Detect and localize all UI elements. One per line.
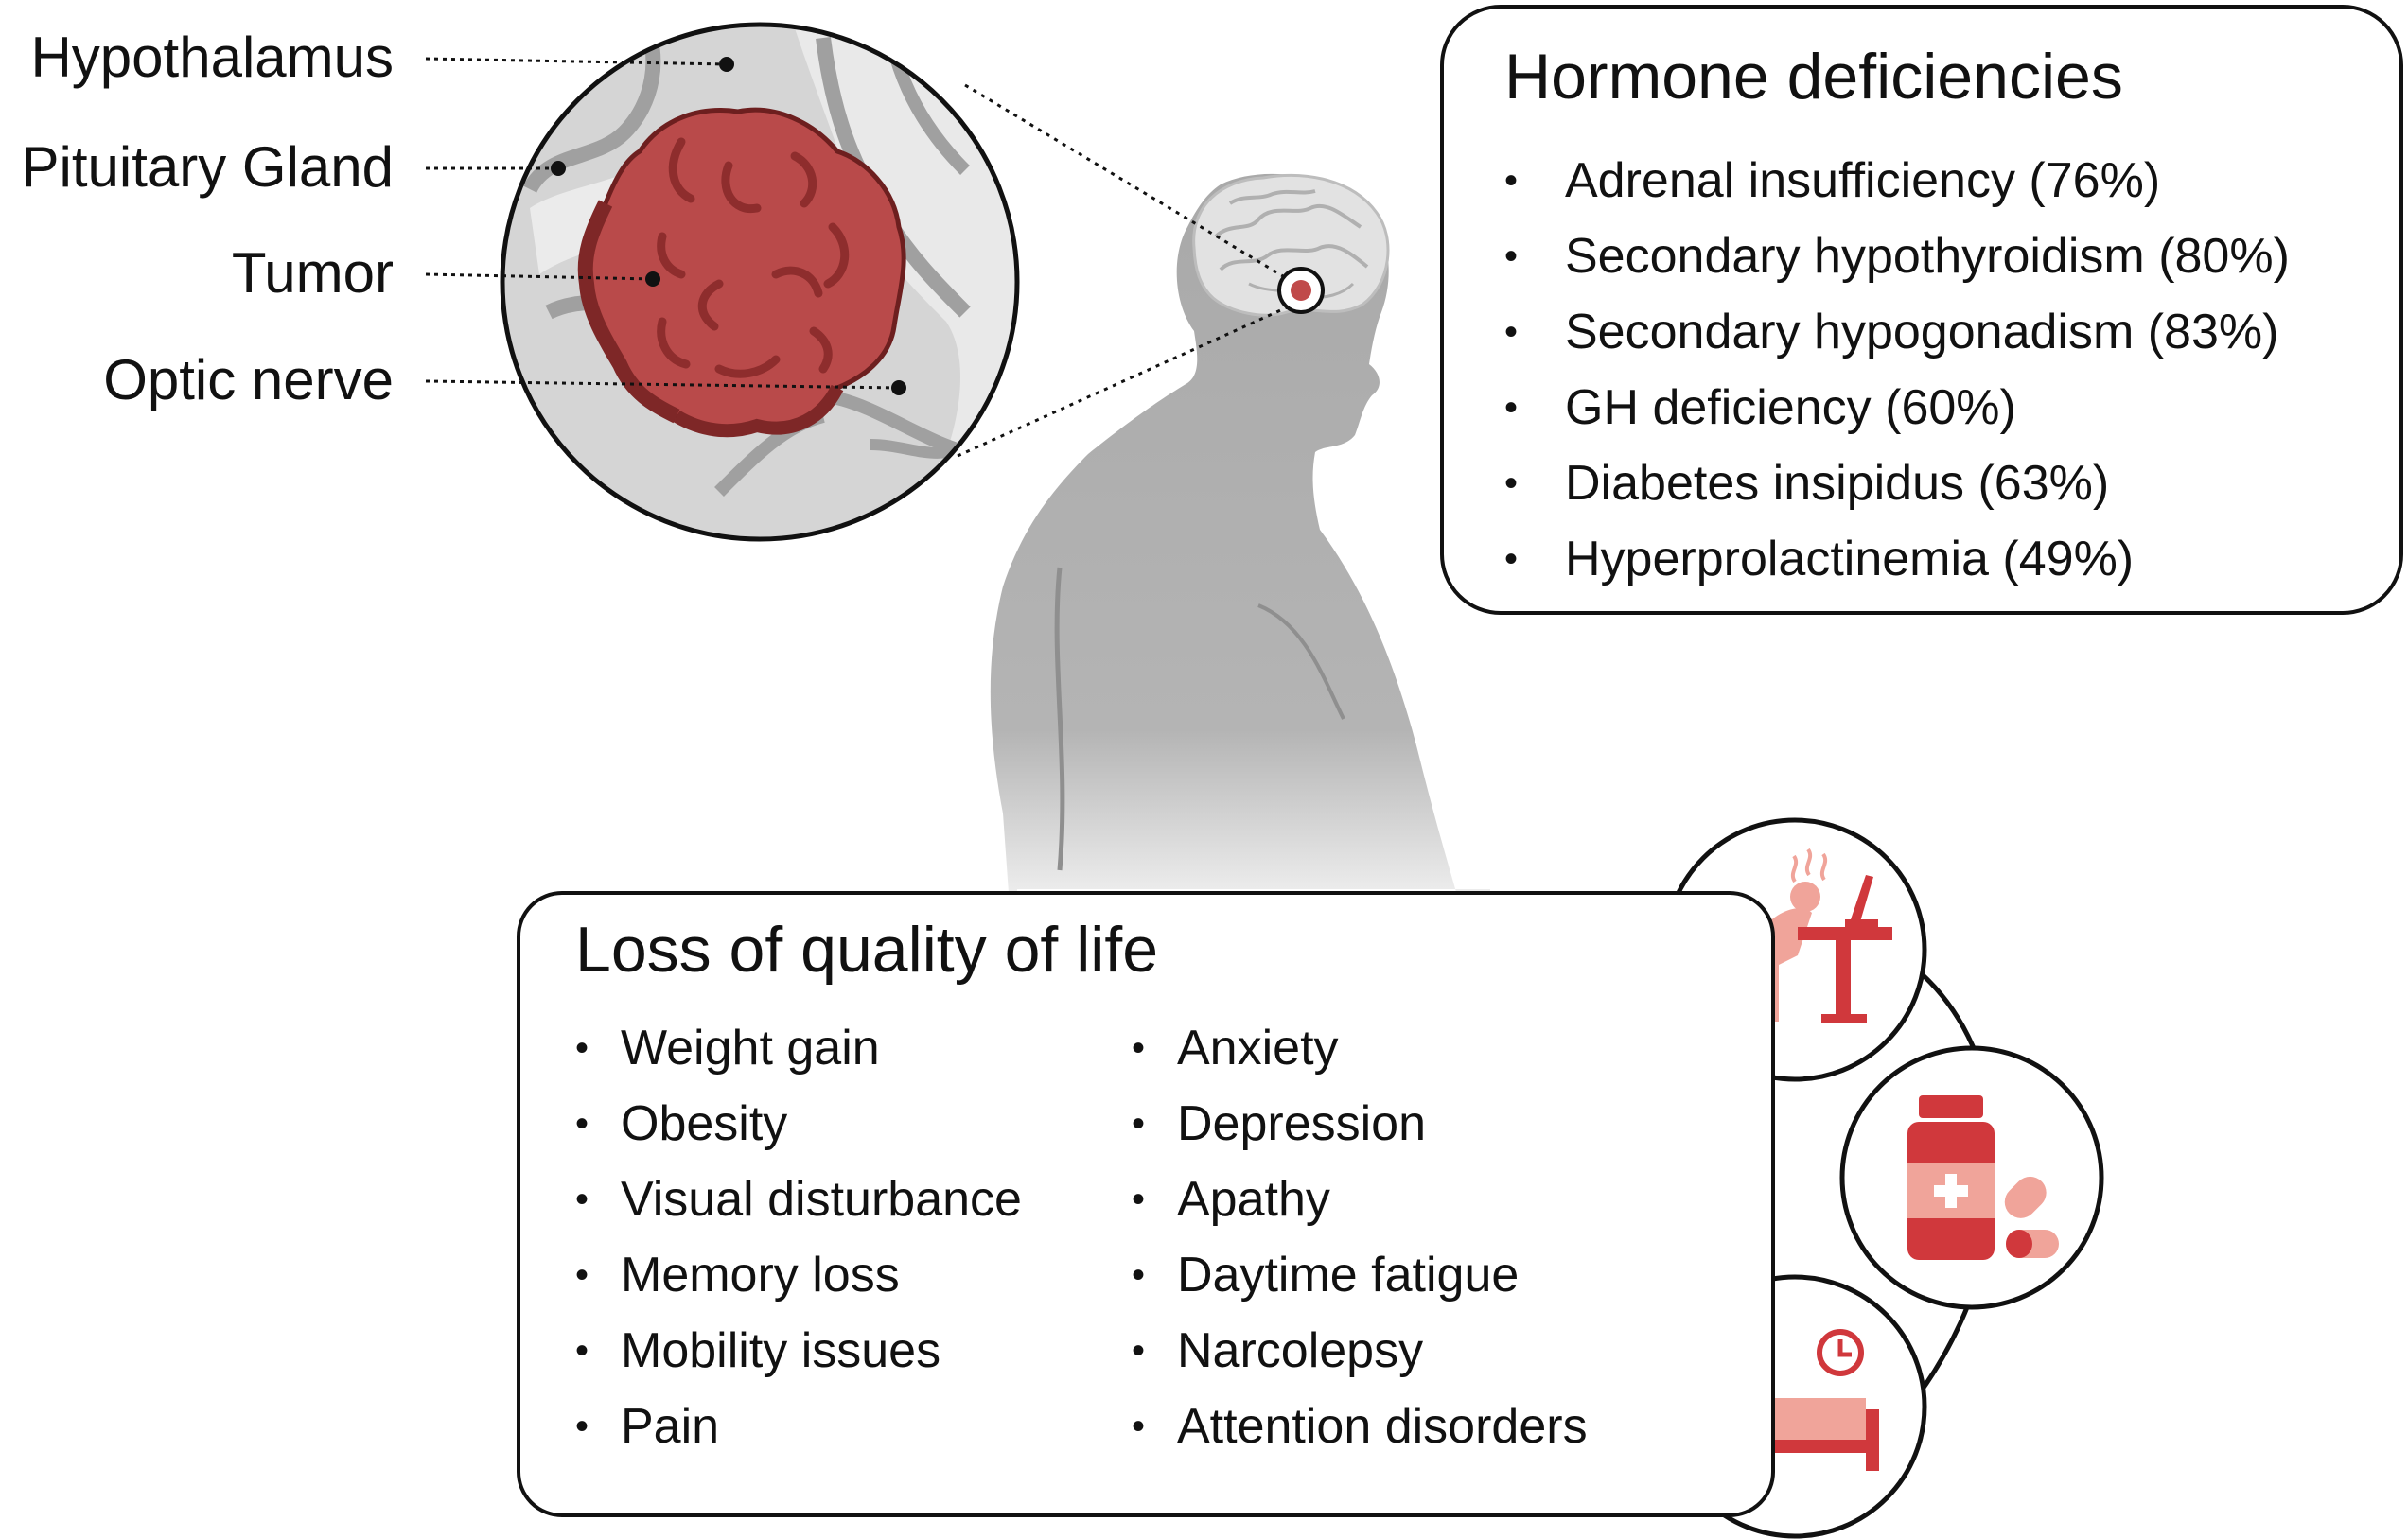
quality-list-column-1: Weight gain Obesity Visual disturbance M… <box>575 1010 1132 1464</box>
quality-panel-title: Loss of quality of life <box>575 914 1159 986</box>
human-silhouette <box>990 173 1490 947</box>
quality-list-column-2: Anxiety Depression Apathy Daytime fatigu… <box>1132 1010 1588 1464</box>
hormone-panel-title: Hormone deficiencies <box>1504 41 2123 113</box>
hormone-list-item: Adrenal insufficiency (76%) <box>1504 143 2399 219</box>
quality-list-item: Obesity <box>575 1086 1132 1162</box>
brain-icon <box>1192 173 1390 317</box>
quality-list-item: Attention disorders <box>1132 1389 1588 1464</box>
quality-list-item: Mobility issues <box>575 1313 1132 1389</box>
quality-list-item: Visual disturbance <box>575 1162 1132 1237</box>
quality-list-item: Weight gain <box>575 1010 1132 1086</box>
hormone-list: Adrenal insufficiency (76%) Secondary hy… <box>1504 143 2399 597</box>
hormone-list-item: Secondary hypothyroidism (80%) <box>1504 219 2399 294</box>
quality-list-item: Memory loss <box>575 1237 1132 1313</box>
label-hypothalamus: Hypothalamus <box>30 26 394 89</box>
hormone-list-item: Diabetes insipidus (63%) <box>1504 446 2399 521</box>
hormone-deficiencies-panel: Hormone deficiencies Adrenal insufficien… <box>1440 5 2403 615</box>
medication-icon <box>1839 1045 2104 1310</box>
quality-list-item: Apathy <box>1132 1162 1588 1237</box>
quality-columns: Weight gain Obesity Visual disturbance M… <box>575 1010 1771 1464</box>
quality-list-item: Daytime fatigue <box>1132 1237 1588 1313</box>
tumor-location-marker <box>1277 267 1325 314</box>
label-tumor: Tumor <box>231 241 394 305</box>
hormone-list-item: Secondary hypogonadism (83%) <box>1504 294 2399 370</box>
quality-list-item: Depression <box>1132 1086 1588 1162</box>
zoom-connector-lines <box>957 83 1288 458</box>
quality-of-life-panel: Loss of quality of life Weight gain Obes… <box>517 891 1775 1517</box>
quality-list-item: Narcolepsy <box>1132 1313 1588 1389</box>
quality-list-item: Anxiety <box>1132 1010 1588 1086</box>
magnified-view <box>500 22 1020 542</box>
anatomy-leader-lines <box>425 57 906 395</box>
hormone-list-item: Hyperprolactinemia (49%) <box>1504 521 2399 597</box>
label-optic-nerve: Optic nerve <box>103 348 394 411</box>
quality-list-item: Pain <box>575 1389 1132 1464</box>
hormone-list-item: GH deficiency (60%) <box>1504 370 2399 446</box>
label-pituitary-gland: Pituitary Gland <box>21 135 394 199</box>
